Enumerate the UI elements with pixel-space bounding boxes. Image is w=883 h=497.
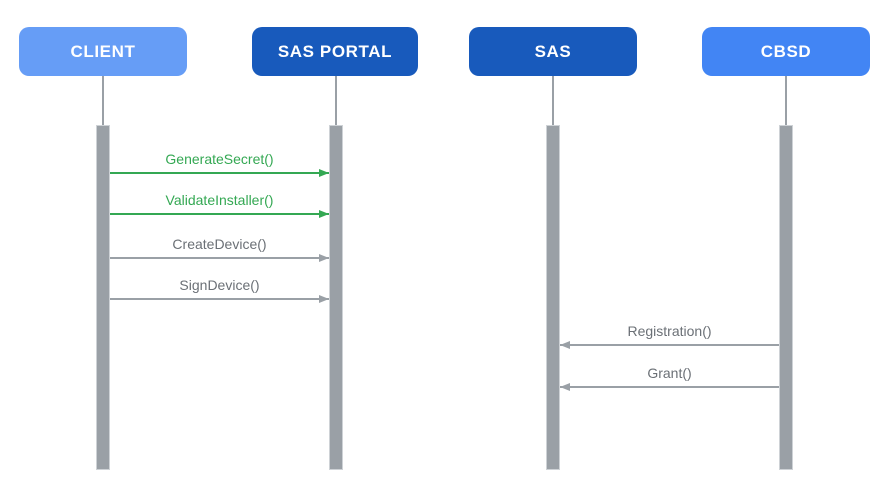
message-label: Grant()	[647, 365, 692, 381]
message-label: Registration()	[627, 323, 712, 339]
activation-bar-sas-portal	[329, 125, 343, 470]
activation-bar-client	[96, 125, 110, 470]
message-label: ValidateInstaller()	[165, 192, 274, 208]
lifeline-sas	[552, 76, 554, 125]
arrowhead-right-icon	[319, 168, 329, 177]
activation-bar-cbsd	[779, 125, 793, 470]
lifeline-client	[102, 76, 104, 125]
actor-box-cbsd: CBSD	[702, 27, 870, 76]
message-label: SignDevice()	[179, 277, 260, 293]
message-label: CreateDevice()	[172, 236, 267, 252]
actor-box-sas: SAS	[469, 27, 637, 76]
lifeline-cbsd	[785, 76, 787, 125]
message-line	[110, 209, 329, 218]
message-line	[110, 294, 329, 303]
actor-box-sas-portal: SAS PORTAL	[252, 27, 418, 76]
message-line	[560, 340, 779, 349]
message-line	[110, 168, 329, 177]
lifeline-sas-portal	[335, 76, 337, 125]
message-generate-secret: GenerateSecret()	[110, 150, 329, 177]
message-line	[560, 382, 779, 391]
arrowhead-right-icon	[319, 294, 329, 303]
message-validate-installer: ValidateInstaller()	[110, 191, 329, 218]
activation-bar-sas	[546, 125, 560, 470]
arrowhead-right-icon	[319, 253, 329, 262]
message-create-device: CreateDevice()	[110, 235, 329, 262]
arrowhead-right-icon	[319, 209, 329, 218]
message-registration: Registration()	[560, 322, 779, 349]
message-label: GenerateSecret()	[165, 151, 274, 167]
message-sign-device: SignDevice()	[110, 276, 329, 303]
message-line	[110, 253, 329, 262]
actor-box-client: CLIENT	[19, 27, 187, 76]
arrowhead-left-icon	[560, 382, 570, 391]
message-grant: Grant()	[560, 364, 779, 391]
arrowhead-left-icon	[560, 340, 570, 349]
